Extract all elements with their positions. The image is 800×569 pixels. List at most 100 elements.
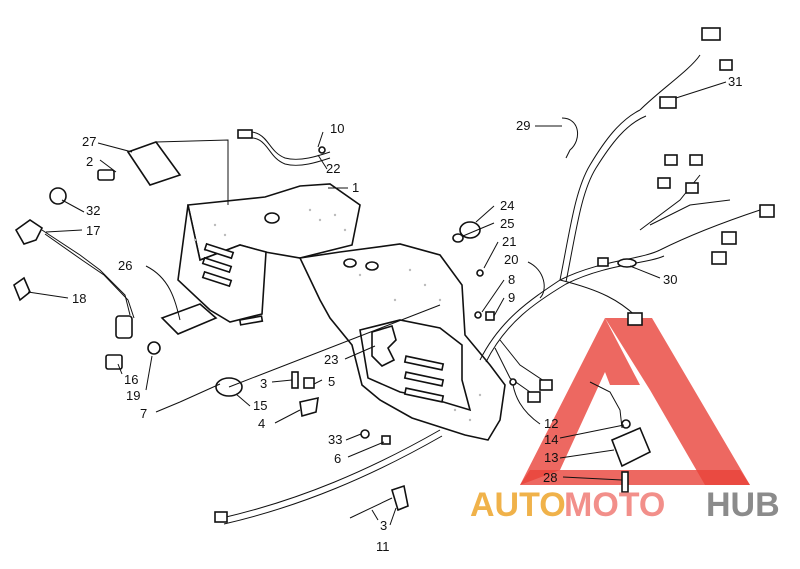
decal-plate: [126, 141, 182, 186]
washer: [360, 429, 370, 439]
throttle-cable: [221, 429, 441, 519]
callout-11: 11: [376, 539, 390, 554]
callout-30: 30: [663, 272, 677, 287]
clip: [303, 377, 315, 389]
voltage-regulator: [610, 426, 652, 468]
connector: [664, 154, 678, 166]
connector: [701, 27, 721, 41]
connector: [685, 182, 699, 194]
console-hole: [343, 258, 357, 268]
connector: [627, 312, 643, 326]
callout-17: 17: [86, 223, 100, 238]
callout-16: 16: [124, 372, 138, 387]
grommet-25: [452, 233, 464, 243]
callout-1: 1: [352, 180, 359, 195]
wiring-harness: [479, 27, 775, 403]
washer-12: [509, 378, 517, 386]
console-housing: [177, 183, 506, 441]
console-hole: [365, 261, 379, 271]
watermark-hub: HUB: [706, 486, 780, 524]
callout-28: 28: [543, 470, 557, 485]
switch-cable: [41, 229, 131, 316]
callout-labels: 1 2 3 3 4 5 6 7 8 9 10 11 12 13 14 15 16…: [72, 74, 742, 554]
console-slots: [201, 242, 445, 403]
callout-29: 29: [516, 118, 530, 133]
connector: [689, 154, 703, 166]
callout-32: 32: [86, 203, 100, 218]
callout-2: 2: [86, 154, 93, 169]
callout-27: 27: [82, 134, 96, 149]
connector: [721, 231, 737, 245]
switch-body: [115, 315, 133, 339]
switch-grommet: [147, 341, 161, 355]
bracket-4: [299, 396, 319, 418]
callout-14: 14: [544, 432, 558, 447]
connector: [659, 96, 677, 109]
callout-5: 5: [328, 374, 335, 389]
callout-6: 6: [334, 451, 341, 466]
callout-20: 20: [504, 252, 518, 267]
callout-33: 33: [328, 432, 342, 447]
logo-triangle-base: [520, 470, 750, 485]
grommet-24: [459, 221, 481, 239]
ignition-switch: [14, 219, 44, 245]
screw-9: [485, 311, 495, 321]
callout-18: 18: [72, 291, 86, 306]
callout-24: 24: [500, 198, 514, 213]
callout-4: 4: [258, 416, 265, 431]
cable-end: [214, 511, 228, 523]
cable-7: [179, 383, 221, 403]
switch-11: [391, 484, 409, 512]
connector: [759, 204, 775, 218]
regulator-nut: [621, 419, 631, 429]
callout-15: 15: [253, 398, 267, 413]
callout-26: 26: [118, 258, 132, 273]
screw-6: [381, 435, 391, 445]
nut-8: [474, 311, 482, 319]
connector: [527, 391, 541, 403]
switch-bracket: [160, 303, 218, 335]
switch-nut: [49, 187, 67, 205]
connector: [719, 59, 733, 71]
callout-3: 3: [260, 376, 267, 391]
cable-tie: [617, 258, 637, 268]
connector: [711, 251, 727, 265]
connector: [539, 379, 553, 391]
callout-7: 7: [140, 406, 147, 421]
regulator-bolt: [621, 471, 629, 493]
watermark-logo: [520, 318, 750, 485]
logo-triangle-left: [520, 318, 640, 485]
callout-22: 22: [326, 161, 340, 176]
console-shading: [193, 208, 482, 422]
callout-8: 8: [508, 272, 515, 287]
leader-27-plate: [155, 139, 229, 205]
callout-12: 12: [544, 416, 558, 431]
harness-clip: [561, 117, 578, 159]
callout-13: 13: [544, 450, 558, 465]
callout-23: 23: [324, 352, 338, 367]
watermark-text: AUTO MOTO HUB: [470, 486, 780, 524]
kill-switch: [13, 276, 31, 302]
callout-31: 31: [728, 74, 742, 89]
callout-9: 9: [508, 290, 515, 305]
washer-21: [476, 269, 484, 277]
callout-10: 10: [330, 121, 344, 136]
watermark-moto: MOTO: [564, 486, 665, 524]
callout-3: 3: [380, 518, 387, 533]
logo-triangle-right: [605, 318, 750, 485]
fitting-22: [318, 146, 326, 154]
watermark-auto: AUTO: [470, 486, 566, 524]
key-cap: [105, 354, 123, 370]
mounting-plate: [371, 325, 397, 367]
callout-25: 25: [500, 216, 514, 231]
hose-clamp: [237, 129, 253, 139]
connector: [597, 257, 609, 267]
connector: [657, 177, 671, 189]
vent-hose: [239, 131, 331, 160]
bolt-2: [97, 169, 115, 181]
callout-19: 19: [126, 388, 140, 403]
leader-lines: [27, 81, 727, 526]
screw: [291, 371, 299, 389]
